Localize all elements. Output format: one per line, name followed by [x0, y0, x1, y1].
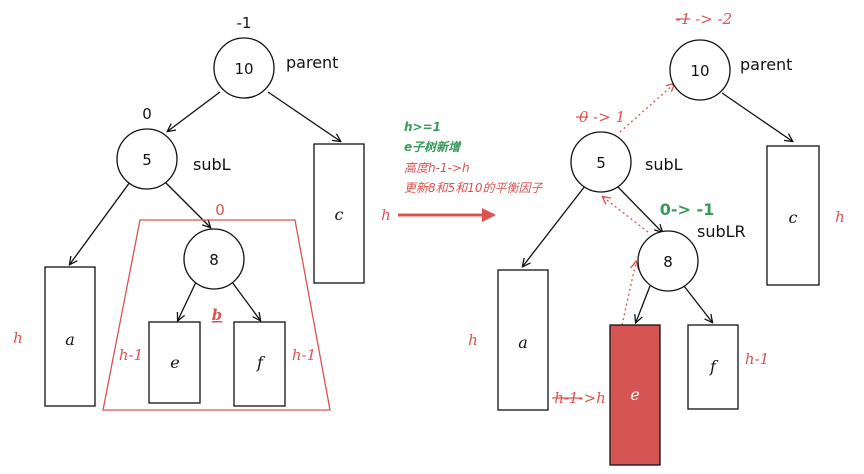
r-subtree-e: [609, 324, 661, 466]
transition: h>=1 e子树新增 高度h-1->h 更新8和5和10的平衡因子: [398, 120, 544, 222]
r-node-10: [669, 39, 731, 101]
r-subtree-e-label: e: [630, 385, 639, 404]
r-subtree-c: [766, 145, 820, 286]
edge-10-c: [267, 91, 340, 141]
subtree-f-height: h-1: [292, 346, 316, 364]
r-node-8: [637, 230, 699, 292]
r-node-10-value: 10: [690, 62, 709, 80]
r-node-10-bf-change: -1 -> -2: [676, 10, 732, 28]
node-10: [213, 37, 275, 99]
node-5-bf: 0: [142, 105, 152, 123]
subtree-e-height: h-1: [119, 346, 143, 364]
edge-8-f: [231, 281, 260, 320]
node-5: [116, 128, 178, 190]
note-line-4: 更新8和5和10的平衡因子: [404, 181, 544, 195]
r-subtree-c-label: c: [789, 208, 798, 227]
r-subtree-c-height: h: [835, 208, 845, 226]
r-subtree-a-height: h: [468, 331, 478, 349]
node-10-bf: -1: [237, 14, 252, 32]
r-edge-5-8: [616, 185, 662, 232]
note-line-2: e子树新增: [404, 140, 462, 154]
node-8: [183, 228, 245, 290]
r-edge-10-c: [721, 92, 792, 141]
r-subtree-f-height: h-1: [745, 350, 769, 368]
r-node-5: [570, 131, 632, 193]
edge-10-5: [168, 91, 221, 131]
r-subtree-f-label: f: [709, 357, 719, 376]
r-subtree-a: [497, 269, 549, 411]
subtree-f-label: f: [256, 353, 266, 372]
node-5-label: subL: [193, 155, 231, 174]
r-node-10-label: parent: [740, 55, 792, 74]
r-node-8-bf-change: 0-> -1: [660, 200, 715, 219]
r-node-5-label: subL: [645, 155, 683, 174]
node-10-value: 10: [234, 60, 253, 78]
r-node-5-value: 5: [596, 154, 606, 172]
edge-8-e: [178, 281, 197, 320]
subtree-b-label: b: [212, 306, 223, 324]
subtree-f: [233, 321, 286, 407]
r-edge-8-e: [636, 285, 651, 322]
node-8-value: 8: [209, 251, 219, 269]
subtree-e-label: e: [170, 353, 179, 372]
r-update-arrow-e-8: [621, 262, 636, 326]
subtree-b-trapezoid: [102, 219, 331, 411]
r-edge-8-f: [683, 285, 712, 322]
note-line-3: 高度h-1->h: [404, 161, 470, 175]
r-subtree-a-label: a: [518, 333, 528, 352]
r-edge-5-a: [523, 185, 586, 266]
subtree-e: [148, 321, 201, 404]
edge-5-a: [70, 181, 131, 264]
node-5-value: 5: [142, 151, 152, 169]
subtree-a-label: a: [65, 330, 75, 349]
subtree-c-label: c: [335, 205, 344, 224]
subtree-c: [313, 143, 365, 284]
subtree-c-height: h: [381, 206, 391, 224]
right-tree: 10 parent -1 -> -2 5 subL 0 -> 1 8 subLR…: [468, 10, 845, 466]
left-tree: 10 parent -1 5 subL 0 8 0 a h c h b e h-…: [13, 14, 391, 411]
r-node-5-bf-change: 0 -> 1: [579, 108, 625, 126]
r-node-8-value: 8: [663, 253, 673, 271]
note-line-1: h>=1: [404, 120, 441, 134]
subtree-a: [44, 266, 96, 407]
r-update-arrow-8-5: [603, 197, 649, 233]
r-subtree-f: [687, 324, 739, 410]
r-update-arrow-5-10: [619, 84, 674, 133]
node-10-label: parent: [286, 53, 338, 72]
subtree-a-height: h: [13, 329, 23, 347]
node-8-bf: 0: [215, 201, 225, 219]
r-node-8-label: subLR: [697, 222, 746, 241]
